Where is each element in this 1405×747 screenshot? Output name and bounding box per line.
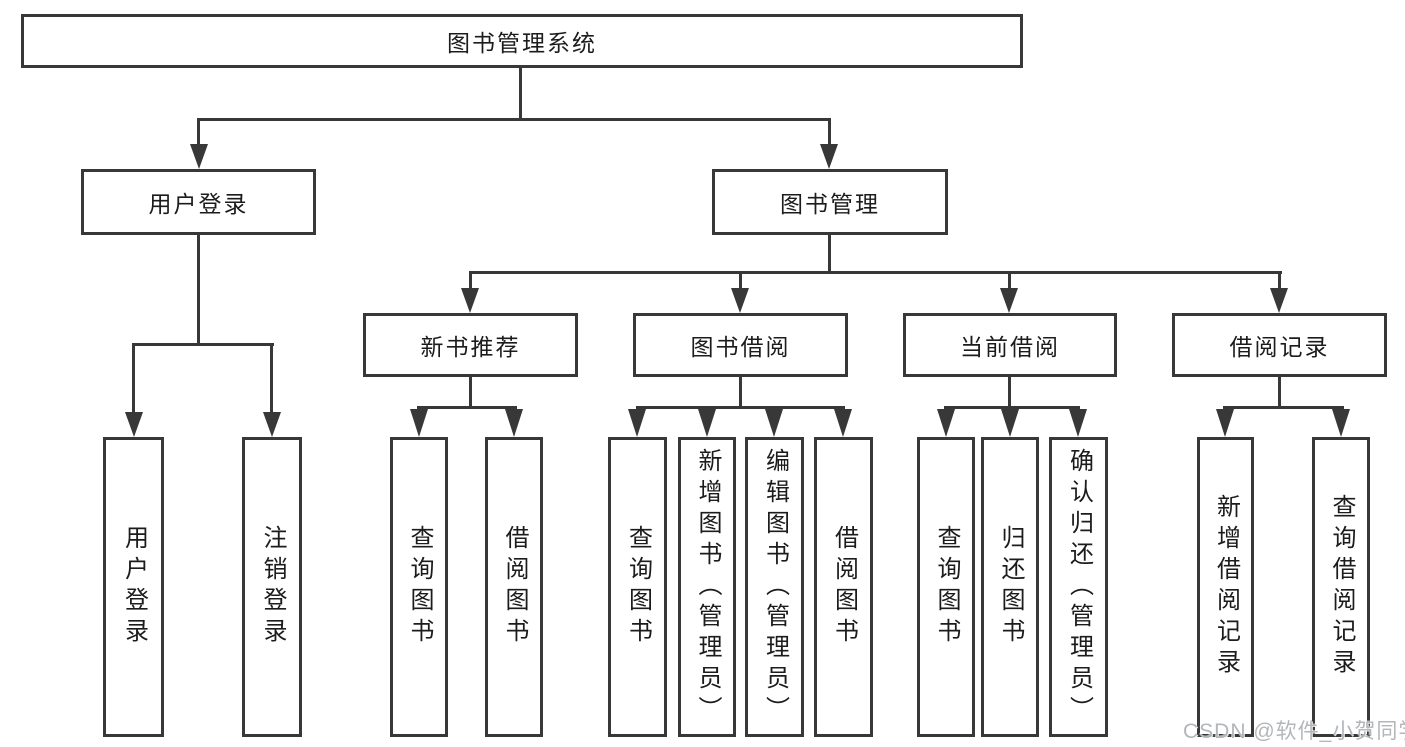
leaf-label: 归还图书 bbox=[997, 525, 1024, 649]
arrow-down-icon bbox=[1000, 288, 1018, 313]
leaf-cb-return-books: 归还图书 bbox=[981, 437, 1039, 737]
node-new-book-recommendation: 新书推荐 bbox=[363, 313, 578, 377]
node-label: 用户登录 bbox=[148, 191, 249, 217]
leaf-cb-query-books: 查询图书 bbox=[917, 437, 975, 737]
leaf-label: 新增借阅记录 bbox=[1212, 494, 1240, 680]
connector-cb-crossbar bbox=[944, 406, 1080, 409]
node-borrowing-records: 借阅记录 bbox=[1172, 313, 1387, 377]
node-label: 借阅记录 bbox=[1229, 334, 1330, 360]
arrow-down-icon bbox=[820, 144, 838, 169]
leaf-label: 借阅图书 bbox=[830, 525, 858, 649]
leaf-label: 借阅图书 bbox=[501, 525, 528, 649]
connector-userlogin-stem bbox=[197, 234, 200, 346]
node-book-management: 图书管理 bbox=[712, 169, 948, 235]
connector-bb-crossbar bbox=[636, 406, 845, 409]
node-library-management-system: 图书管理系统 bbox=[21, 14, 1023, 68]
connector-bb-stem bbox=[739, 377, 742, 409]
connector-userlogin-drop-1 bbox=[132, 343, 135, 413]
arrow-down-icon bbox=[190, 144, 208, 169]
node-label: 新书推荐 bbox=[420, 334, 521, 360]
arrow-down-icon bbox=[125, 412, 143, 437]
node-label: 当前借阅 bbox=[960, 334, 1060, 360]
arrow-down-icon bbox=[765, 409, 783, 437]
node-book-borrowing: 图书借阅 bbox=[633, 313, 848, 377]
leaf-label: 查询图书 bbox=[406, 525, 433, 649]
leaf-bb-edit-books-admin: 编辑图书（管理员） bbox=[745, 437, 804, 737]
leaf-cb-confirm-return-admin: 确认归还（管理员） bbox=[1049, 437, 1108, 737]
leaf-label: 查询图书 bbox=[933, 525, 960, 649]
arrow-down-icon bbox=[1001, 409, 1019, 437]
leaf-bb-borrow-books: 借阅图书 bbox=[814, 437, 873, 737]
leaf-label: 新增图书（管理员） bbox=[694, 447, 721, 727]
node-label: 图书借阅 bbox=[690, 334, 791, 360]
arrow-down-icon bbox=[505, 409, 523, 437]
arrow-down-icon bbox=[1332, 409, 1350, 437]
leaf-nbr-borrow-books: 借阅图书 bbox=[485, 437, 543, 737]
connector-bookmgmt-drop-1 bbox=[469, 271, 472, 290]
node-label: 图书管理 bbox=[780, 191, 880, 217]
arrow-down-icon bbox=[937, 409, 955, 437]
leaf-label: 编辑图书（管理员） bbox=[761, 447, 789, 727]
connector-br-crossbar bbox=[1223, 406, 1344, 409]
connector-bookmgmt-crossbar bbox=[469, 271, 1282, 274]
csdn-watermark: CSDN @软件_小贺同学 bbox=[1183, 720, 1405, 743]
arrow-down-icon bbox=[834, 409, 852, 437]
node-current-borrowing: 当前借阅 bbox=[903, 313, 1117, 377]
connector-br-stem bbox=[1278, 377, 1281, 409]
node-user-login: 用户登录 bbox=[81, 169, 316, 235]
connector-cb-stem bbox=[1008, 377, 1011, 409]
leaf-label: 注销登录 bbox=[259, 525, 286, 649]
leaf-label: 查询图书 bbox=[624, 525, 652, 649]
leaf-bb-query-books: 查询图书 bbox=[608, 437, 667, 737]
leaf-br-query-record: 查询借阅记录 bbox=[1312, 437, 1370, 737]
arrow-down-icon bbox=[461, 288, 479, 313]
leaf-label: 查询借阅记录 bbox=[1328, 494, 1355, 680]
leaf-br-add-record: 新增借阅记录 bbox=[1197, 437, 1254, 737]
connector-bookmgmt-drop-2 bbox=[739, 271, 742, 290]
connector-bookmgmt-drop-3 bbox=[1008, 271, 1011, 290]
leaf-bb-add-books-admin: 新增图书（管理员） bbox=[678, 437, 736, 737]
connector-userlogin-crossbar bbox=[132, 343, 274, 346]
arrow-down-icon bbox=[1216, 409, 1234, 437]
arrow-down-icon bbox=[698, 409, 716, 437]
arrow-down-icon bbox=[628, 409, 646, 437]
leaf-nbr-query-books: 查询图书 bbox=[390, 437, 448, 737]
leaf-label: 确认归还（管理员） bbox=[1065, 447, 1093, 727]
connector-bookmgmt-drop-4 bbox=[1278, 271, 1281, 290]
leaf-label: 用户登录 bbox=[120, 525, 148, 649]
leaf-user-login: 用户登录 bbox=[103, 437, 164, 737]
connector-root-stem bbox=[519, 68, 522, 121]
node-label: 图书管理系统 bbox=[447, 30, 597, 56]
connector-userlogin-drop-2 bbox=[270, 343, 273, 413]
arrow-down-icon bbox=[731, 288, 749, 313]
arrow-down-icon bbox=[410, 409, 428, 437]
leaf-logout: 注销登录 bbox=[242, 437, 302, 737]
arrow-down-icon bbox=[263, 412, 281, 437]
arrow-down-icon bbox=[1069, 409, 1087, 437]
connector-nbr-crossbar bbox=[417, 406, 517, 409]
connector-root-drop-left bbox=[197, 118, 200, 146]
connector-nbr-stem bbox=[469, 377, 472, 409]
connector-root-crossbar bbox=[197, 118, 831, 121]
arrow-down-icon bbox=[1270, 288, 1288, 313]
connector-bookmgmt-stem bbox=[828, 234, 831, 274]
connector-root-drop-right bbox=[828, 118, 831, 146]
